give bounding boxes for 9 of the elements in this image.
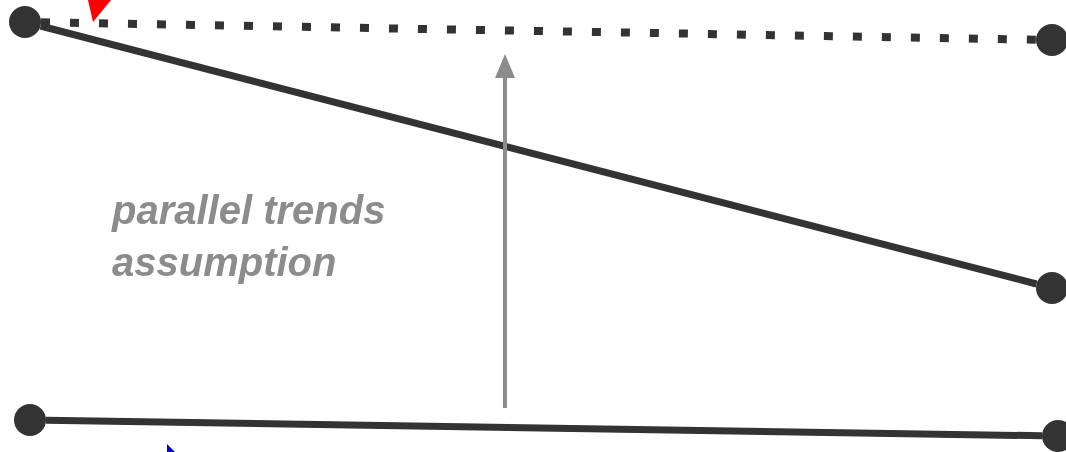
point-marker [1036, 24, 1066, 56]
annotation-text: parallel trends assumption [112, 187, 387, 286]
dotted-line [40, 18, 1037, 44]
point-marker [14, 404, 46, 436]
point-marker [1036, 272, 1066, 304]
point-marker [1042, 420, 1066, 452]
trend-line [45, 416, 1043, 440]
point-marker [9, 6, 41, 38]
trend-line [39, 22, 1038, 288]
